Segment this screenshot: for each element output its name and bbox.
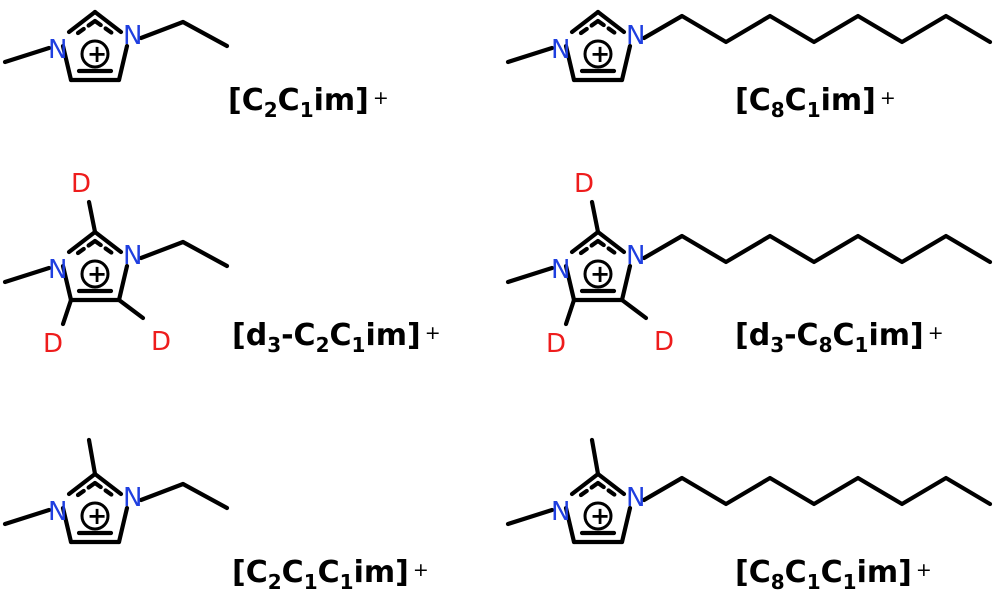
nitrogen-atom-n1: N <box>551 255 570 285</box>
nitrogen-atom-n1: N <box>48 497 67 527</box>
nitrogen-atom-n3: N <box>123 483 142 513</box>
label-d3-c2c1im: [d3-C2C1im]+ <box>232 318 441 357</box>
positive-charge: + <box>87 40 107 68</box>
label-c2c1im: [C2C1im]+ <box>228 83 389 122</box>
label-c8c1c1im: [C8C1C1im]+ <box>735 555 932 594</box>
deuterium-atom-c2: D <box>574 169 594 199</box>
nitrogen-atom-n3: N <box>123 241 142 271</box>
deuterium-atom-c5: D <box>546 329 566 359</box>
positive-charge: + <box>590 260 610 288</box>
nitrogen-atom-n1: N <box>48 35 67 65</box>
label-c2c1c1im: [C2C1C1im]+ <box>232 555 429 594</box>
positive-charge: + <box>590 502 610 530</box>
nitrogen-atom-n3: N <box>626 241 645 271</box>
molecule-c8c1im: N N + <box>508 12 993 80</box>
nitrogen-atom-n3: N <box>626 21 645 51</box>
deuterium-atom-c4: D <box>151 327 171 357</box>
molecule-c8c1c1im: N N + <box>508 437 993 542</box>
deuterium-atom-c5: D <box>43 329 63 359</box>
nitrogen-atom-n1: N <box>551 497 570 527</box>
positive-charge: + <box>87 260 107 288</box>
molecule-d3-c8c1im: D D D N N + <box>508 169 993 359</box>
positive-charge: + <box>87 502 107 530</box>
molecule-d3-c2c1im: D D D N N + <box>5 169 230 359</box>
positive-charge: + <box>590 40 610 68</box>
nitrogen-atom-n3: N <box>626 483 645 513</box>
molecule-c2c1c1im: N N + <box>5 437 230 542</box>
deuterium-atom-c4: D <box>654 327 674 357</box>
molecule-c2c1im: N N + <box>5 12 230 80</box>
nitrogen-atom-n3: N <box>123 21 142 51</box>
label-d3-c8c1im: [d3-C8C1im]+ <box>735 318 944 357</box>
nitrogen-atom-n1: N <box>48 255 67 285</box>
label-c8c1im: [C8C1im]+ <box>735 83 896 122</box>
deuterium-atom-c2: D <box>71 169 91 199</box>
nitrogen-atom-n1: N <box>551 35 570 65</box>
